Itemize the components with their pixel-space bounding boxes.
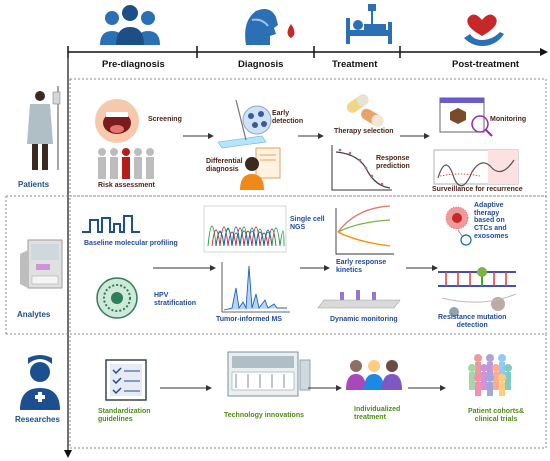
label-patient-cohorts: Patient cohorts& clinical trials bbox=[468, 408, 525, 423]
heart-in-hand-icon bbox=[464, 14, 504, 46]
label-standardization: Standardization guidelines bbox=[98, 408, 151, 423]
mass-spectrum-icon bbox=[221, 262, 290, 313]
phase-post-treatment: Post-treatment bbox=[452, 59, 520, 70]
hpv-virus-icon bbox=[96, 277, 138, 319]
label-hpv-stratification: HPV stratification bbox=[154, 292, 197, 307]
slide-sample-icon bbox=[217, 99, 272, 149]
label-adaptive-therapy: Adaptive therapy based on CTCs and exoso… bbox=[474, 202, 509, 240]
patient-cohort-icon bbox=[468, 354, 512, 396]
label-therapy-selection: Therapy selection bbox=[334, 128, 394, 135]
baseline-profile-icon bbox=[82, 215, 140, 233]
surveillance-chart-icon bbox=[433, 149, 519, 187]
label-resistance-mutation: Resistance mutation detection bbox=[438, 314, 507, 329]
population-icon bbox=[98, 148, 154, 179]
mouth-screening-icon bbox=[95, 99, 139, 143]
dna-mutation-icon bbox=[438, 267, 517, 317]
label-surveillance: Surveillance for recurrence bbox=[432, 186, 523, 193]
phase-treatment: Treatment bbox=[332, 59, 378, 70]
biochip-icon bbox=[317, 290, 401, 309]
label-early-detection: Early detection bbox=[272, 110, 304, 125]
lab-machine-icon bbox=[227, 351, 311, 397]
checklist-icon bbox=[105, 359, 147, 401]
label-monitoring: Monitoring bbox=[490, 116, 527, 123]
doctor-clipboard-icon bbox=[240, 147, 281, 190]
lab-analyzer-icon bbox=[20, 239, 63, 289]
sequencing-chromatogram-icon bbox=[203, 205, 287, 253]
side-label-analytes: Analytes bbox=[17, 310, 51, 319]
pills-icon bbox=[346, 94, 384, 127]
head-with-drop-icon bbox=[245, 9, 295, 45]
ctc-cell-icon bbox=[445, 206, 472, 246]
nurse-icon bbox=[20, 355, 60, 410]
label-risk-assessment: Risk assessment bbox=[98, 182, 155, 189]
individual-patients-icon bbox=[346, 360, 402, 390]
label-single-cell-ngs: Single cell NGS bbox=[290, 216, 325, 231]
kinetics-curve-icon bbox=[335, 205, 394, 255]
label-individualized-treatment: Individualized treatment bbox=[354, 406, 401, 421]
side-label-patients: Patients bbox=[18, 180, 50, 189]
patient-iv-icon bbox=[27, 86, 61, 170]
label-response-prediction: Response prediction bbox=[376, 155, 410, 170]
phase-diagnosis: Diagnosis bbox=[238, 59, 284, 70]
response-curve-icon bbox=[331, 145, 392, 191]
label-dynamic-monitoring: Dynamic monitoring bbox=[330, 316, 398, 323]
label-early-response-kinetics: Early response kinetics bbox=[336, 259, 387, 274]
label-differential-diagnosis: Differential diagnosis bbox=[206, 158, 243, 173]
side-label-researches: Researches bbox=[15, 415, 60, 424]
hospital-bed-icon bbox=[346, 4, 392, 44]
label-tumor-informed-ms: Tumor-informed MS bbox=[216, 316, 282, 323]
people-group-icon bbox=[100, 5, 160, 45]
label-technology-innovations: Technology innovations bbox=[224, 412, 304, 419]
monitoring-screen-icon bbox=[439, 97, 493, 137]
phase-pre-diagnosis: Pre-diagnosis bbox=[102, 59, 165, 70]
label-screening: Screening bbox=[148, 116, 182, 123]
label-baseline-profiling: Baseline molecular profiling bbox=[84, 240, 178, 247]
